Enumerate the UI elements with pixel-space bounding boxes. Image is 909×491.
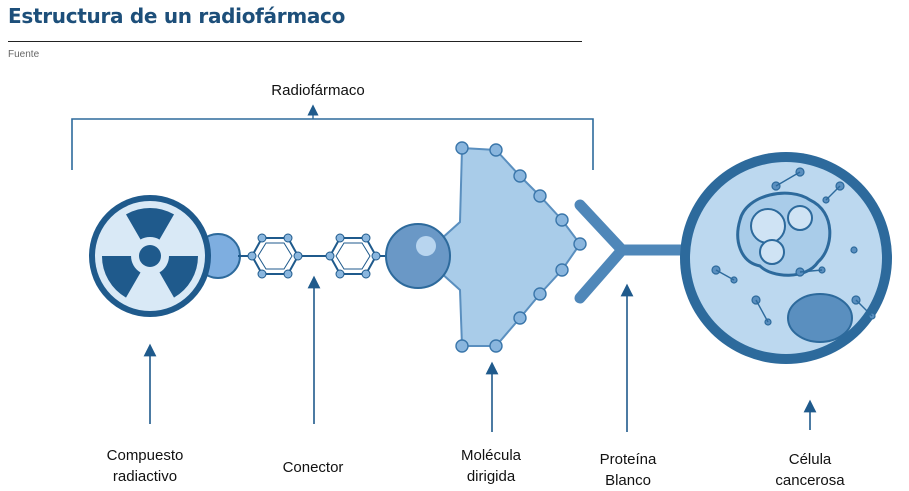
radiation-icon <box>101 208 199 298</box>
label-molecule: Molécula dirigida <box>460 447 522 485</box>
label-connector: Conector <box>282 459 344 476</box>
page-title: Estructura de un radiofármaco <box>8 4 346 28</box>
targeting-molecule <box>385 141 587 353</box>
bracket-label: Radiofármaco <box>271 82 365 99</box>
label-protein: Proteína Blanco <box>599 451 657 489</box>
radioactive-compound <box>89 195 241 317</box>
label-compound: Compuesto radiactivo <box>106 447 184 485</box>
cancer-cell <box>680 152 892 364</box>
connector-chain <box>238 233 390 279</box>
radiopharmaceutical-bracket <box>71 104 594 170</box>
label-arrows <box>143 275 817 432</box>
source-note: Fuente <box>8 49 40 60</box>
label-cell: Célula cancerosa <box>775 451 845 489</box>
title-divider <box>8 41 582 42</box>
